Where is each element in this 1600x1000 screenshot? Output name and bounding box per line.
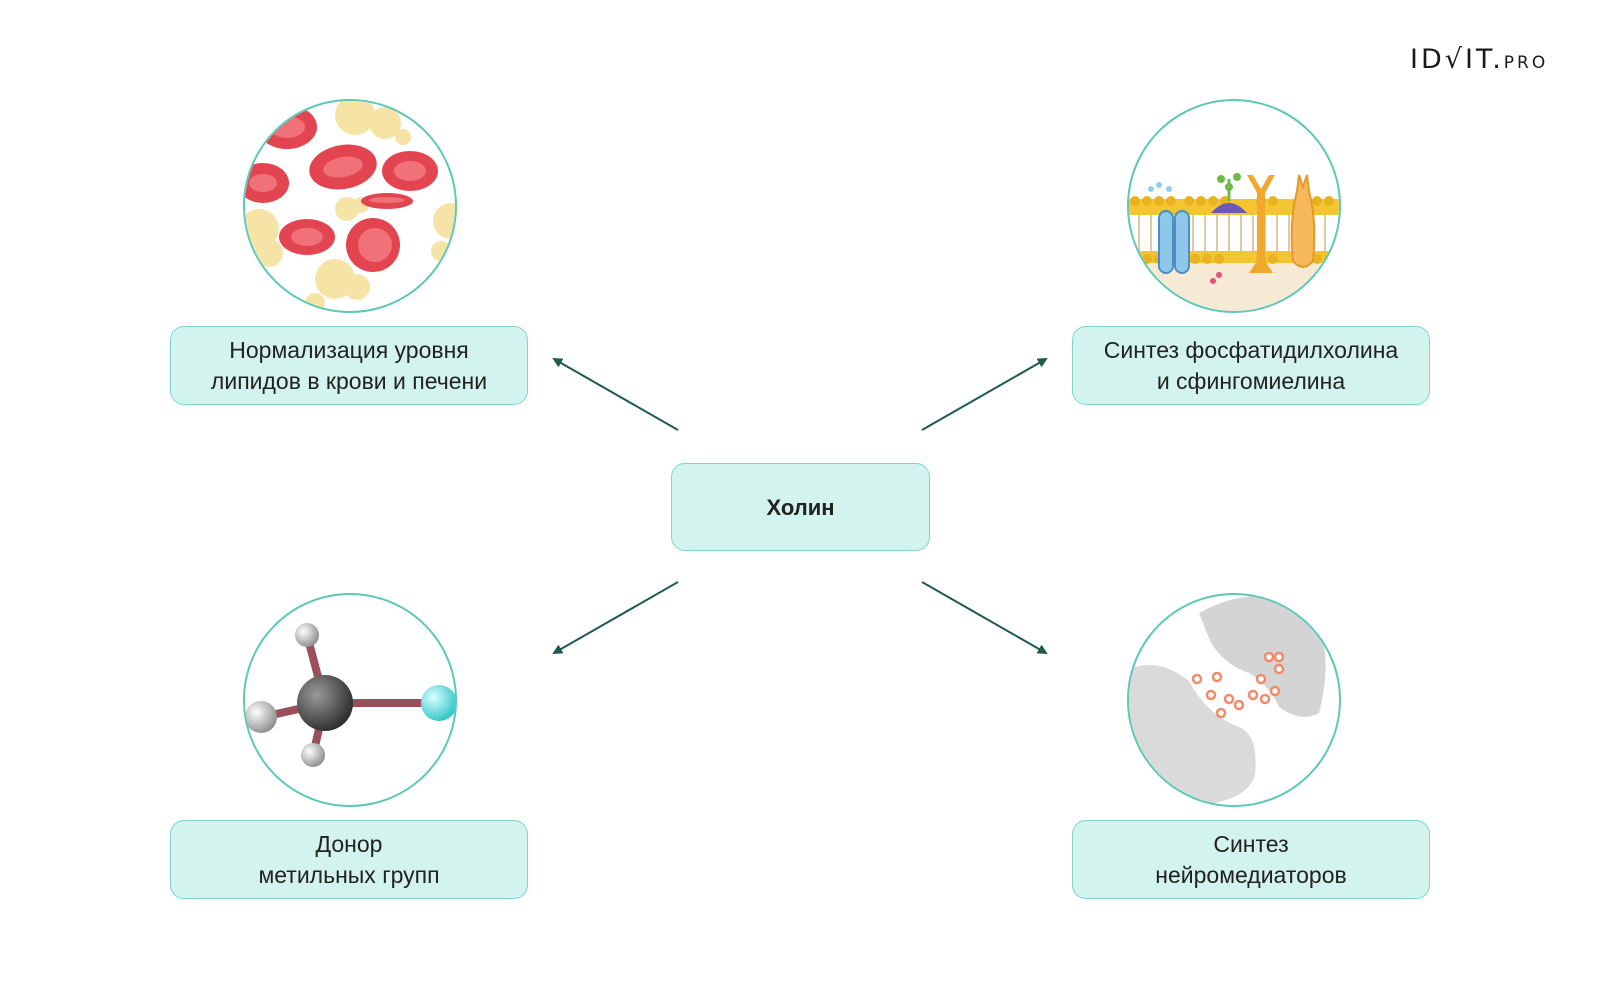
arrow-to-bottom-left	[552, 581, 679, 654]
cell-membrane-icon	[1127, 99, 1341, 313]
node-neuro-line1: Синтез	[1213, 830, 1289, 857]
arrow-to-top-right	[921, 358, 1048, 431]
node-phospholipid-synthesis: Синтез фосфатидилхолина и сфингомиелина	[1072, 326, 1430, 405]
arrow-to-bottom-right	[921, 581, 1048, 654]
node-lipid-line2: липидов в крови и печени	[210, 367, 488, 394]
node-methyl-line2: метильных групп	[258, 861, 440, 888]
logo-main-text: ID√IT.	[1410, 44, 1504, 75]
node-phospholipid-line2: и сфингомиелина	[1156, 367, 1346, 394]
node-phospholipid-line1: Синтез фосфатидилхолина	[1103, 336, 1399, 363]
node-methyl-donor: Донор метильных групп	[170, 820, 528, 899]
node-neurotransmitter-synthesis: Синтез нейромедиаторов	[1072, 820, 1430, 899]
blood-cells-icon	[243, 99, 457, 313]
brand-logo: ID√IT.PRO	[1410, 44, 1548, 75]
arrow-to-top-left	[552, 358, 679, 431]
node-lipid-normalization: Нормализация уровня липидов в крови и пе…	[170, 326, 528, 405]
node-neuro-line2: нейромедиаторов	[1155, 861, 1347, 888]
logo-small-text: PRO	[1503, 53, 1549, 73]
synapse-icon	[1127, 593, 1341, 807]
methyl-molecule-icon	[243, 593, 457, 807]
center-node-choline: Холин	[671, 463, 930, 551]
node-lipid-line1: Нормализация уровня	[229, 336, 469, 363]
center-node-label: Холин	[766, 494, 835, 520]
node-methyl-line1: Донор	[315, 830, 383, 857]
